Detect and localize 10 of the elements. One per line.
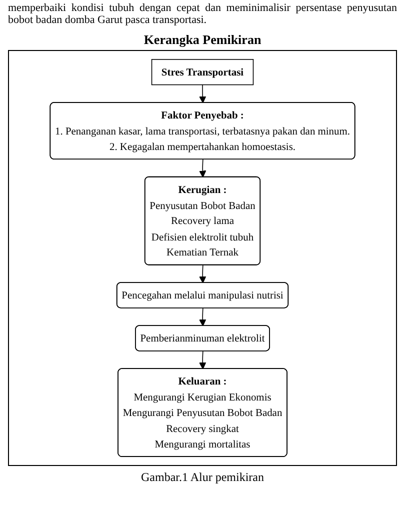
node-box [151,59,254,86]
arrow [199,308,206,326]
figure-caption: Gambar.1 Alur pemikiran [140,470,265,485]
diagram-frame: Stres Transportasi Faktor Penyebab : 1. Penanganan kasar, lama transportasi, terbatasnya pakan dan minum. 2. Kegagalan mempertahankan homoestasis. Kerugian : Penyusutan Bobot Badan Recovery lama Defisien elektrolit tubuh Kematian Ternak Pencegahan melalui manipulasi nutrisi Pemberianminuman elektrolit Keluaran : Mengurangi Kerugian Ekonomis Mengurangi Penyusutan Bobot Badan Recovery singkat Mengurangi mortalitas [8,50,397,466]
diagram-title: Kerangka Pemikiran [142,32,262,48]
body-text: memperbaiki kondisi tubuh dengan cepat dan meminimalisir persentase penyusutan bobot badan domba Garut pasca transportasi. [8,2,397,26]
arrow [199,159,206,178]
arrow [199,264,206,284]
arrow [199,84,206,104]
arrow [199,350,206,370]
